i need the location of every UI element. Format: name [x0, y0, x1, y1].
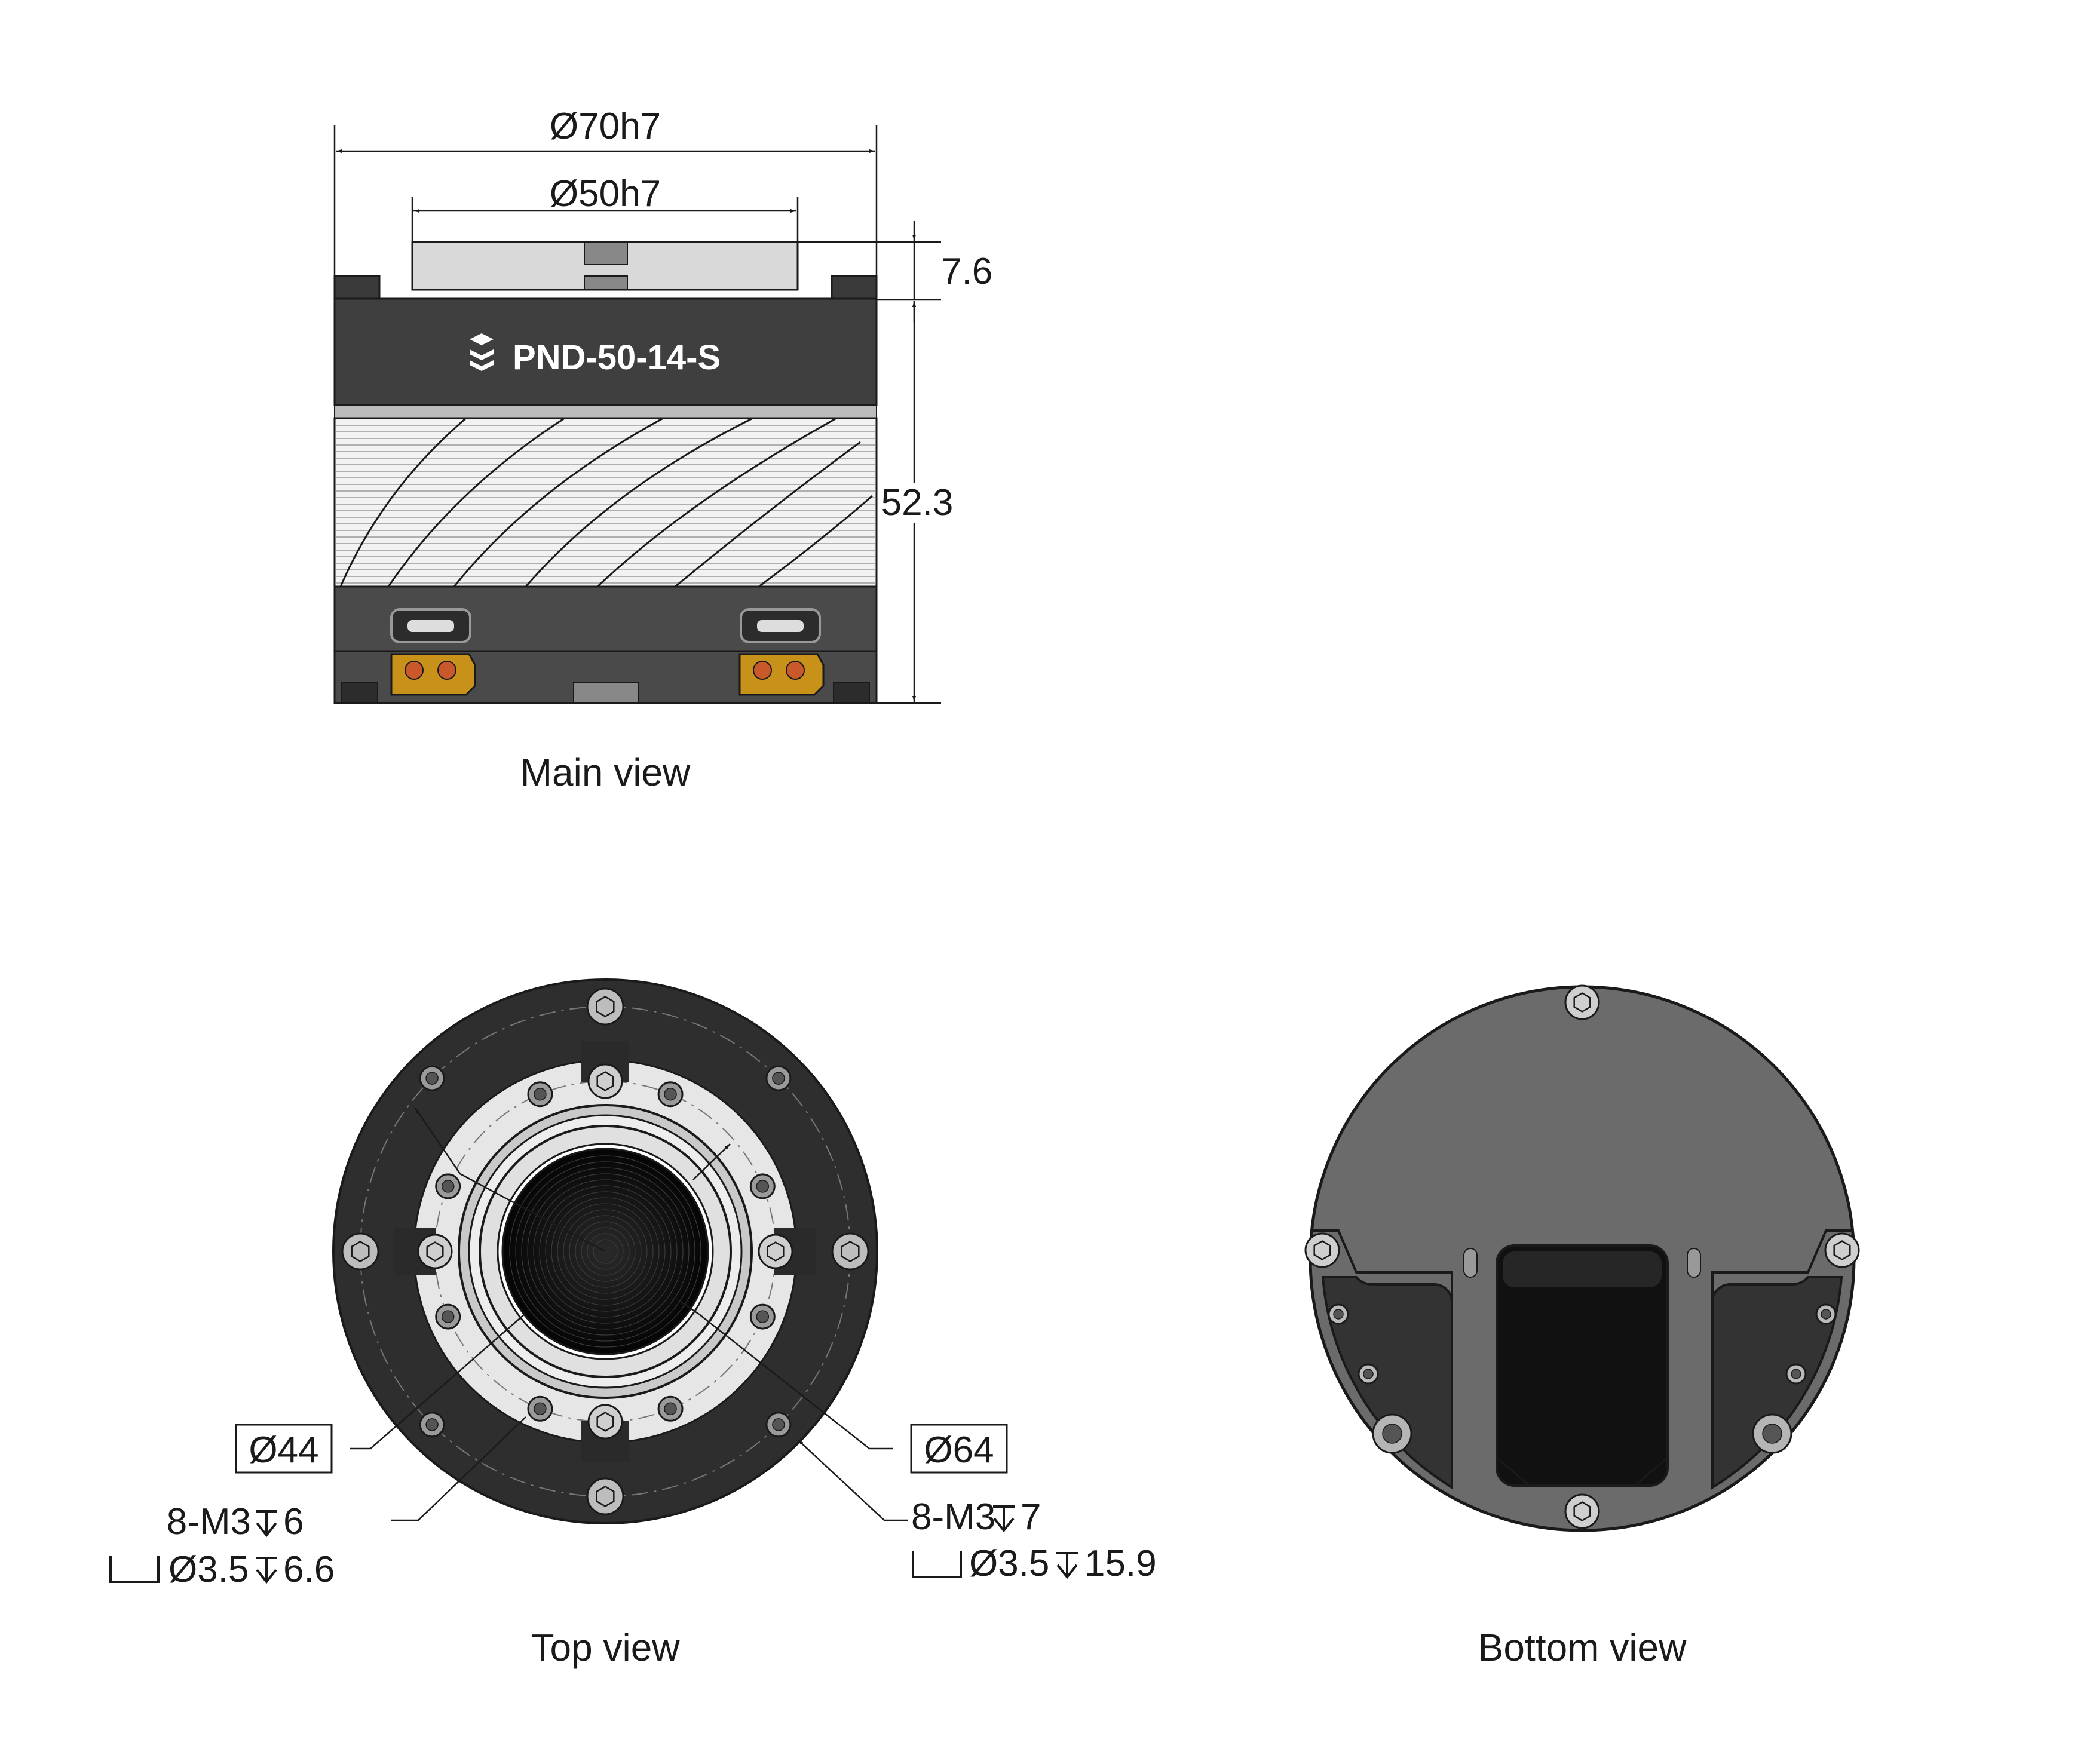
- svg-text:6: 6: [283, 1501, 304, 1542]
- depth-symbol-icon: [256, 1510, 277, 1538]
- svg-text:Ø70h7: Ø70h7: [550, 106, 661, 147]
- svg-text:8-M3: 8-M3: [911, 1496, 995, 1538]
- power-connector-left-icon: [390, 653, 476, 696]
- bolt-icon: [1564, 984, 1600, 1020]
- callout-outer-circle: Ø64: [910, 1424, 1008, 1474]
- ribbed-body: [333, 417, 878, 588]
- flange-key: [584, 241, 628, 265]
- bolt-icon: [586, 987, 624, 1026]
- bolt-icon: [341, 1232, 379, 1271]
- svg-text:6.6: 6.6: [283, 1549, 335, 1590]
- caption-bottom-view: Bottom view: [1478, 1626, 1687, 1669]
- usb-port-right-icon: [740, 608, 821, 643]
- counterbore-symbol-icon: [912, 1551, 962, 1578]
- dim-outer-diameter: Ø70h7: [333, 106, 878, 275]
- top-view: Ø44 Ø64 8-M3 6 Ø3.5 6.6 8-M3: [109, 978, 1157, 1669]
- bolt-icon: [587, 1404, 623, 1440]
- svg-text:8-M3: 8-M3: [167, 1501, 251, 1542]
- top-view-bolts: [341, 987, 869, 1515]
- usb-port-left-icon: [390, 608, 471, 643]
- dim-body-height: 52.3: [877, 301, 954, 704]
- model-label: PND-50-14-S: [513, 338, 721, 377]
- depth-symbol-icon: [256, 1557, 277, 1584]
- svg-text:7.6: 7.6: [941, 251, 992, 292]
- svg-text:52.3: 52.3: [881, 482, 954, 523]
- svg-text:Ø3.5: Ø3.5: [168, 1549, 249, 1590]
- bolt-icon: [831, 1232, 869, 1271]
- leader-lines: [350, 1108, 908, 1521]
- svg-text:Ø3.5: Ø3.5: [969, 1543, 1049, 1584]
- svg-text:Ø44: Ø44: [249, 1429, 318, 1471]
- depth-symbol-icon: [993, 1505, 1015, 1533]
- svg-text:Ø50h7: Ø50h7: [550, 173, 661, 214]
- body-curves: [339, 417, 873, 588]
- brand-logo-icon: [470, 333, 494, 371]
- counterbore-symbol-icon: [109, 1556, 160, 1583]
- bolt-icon: [1824, 1232, 1860, 1268]
- bolt-icon: [1564, 1493, 1600, 1529]
- right-hole-note: 8-M3 7 Ø3.5 15.9: [911, 1496, 1157, 1584]
- bolt-icon: [586, 1477, 624, 1515]
- callout-inner-circle: Ø44: [235, 1424, 333, 1474]
- svg-text:Ø64: Ø64: [924, 1429, 994, 1471]
- bolt-icon: [1304, 1232, 1340, 1268]
- svg-text:15.9: 15.9: [1084, 1543, 1157, 1584]
- body-ribs: [336, 425, 875, 584]
- power-connector-right-icon: [738, 653, 825, 696]
- bore-rings: [509, 1155, 701, 1348]
- bottom-cover-dark: [1321, 1276, 1453, 1490]
- bolt-icon: [587, 1063, 623, 1099]
- main-view: PND-50-14-S: [333, 106, 992, 794]
- bottom-view: Bottom view: [1304, 984, 1860, 1669]
- dim-flange-diameter: Ø50h7: [411, 173, 799, 242]
- depth-symbol-icon: [1056, 1552, 1078, 1579]
- bolt-icon: [417, 1234, 453, 1269]
- dim-flange-height: 7.6: [798, 221, 992, 323]
- svg-text:7: 7: [1021, 1496, 1041, 1538]
- left-hole-note: 8-M3 6 Ø3.5 6.6: [109, 1501, 335, 1590]
- bottom-view-bolts: [1304, 984, 1860, 1529]
- caption-top-view: Top view: [531, 1626, 681, 1669]
- bolt-icon: [758, 1234, 793, 1269]
- caption-main-view: Main view: [520, 751, 691, 794]
- upper-housing: [333, 297, 878, 406]
